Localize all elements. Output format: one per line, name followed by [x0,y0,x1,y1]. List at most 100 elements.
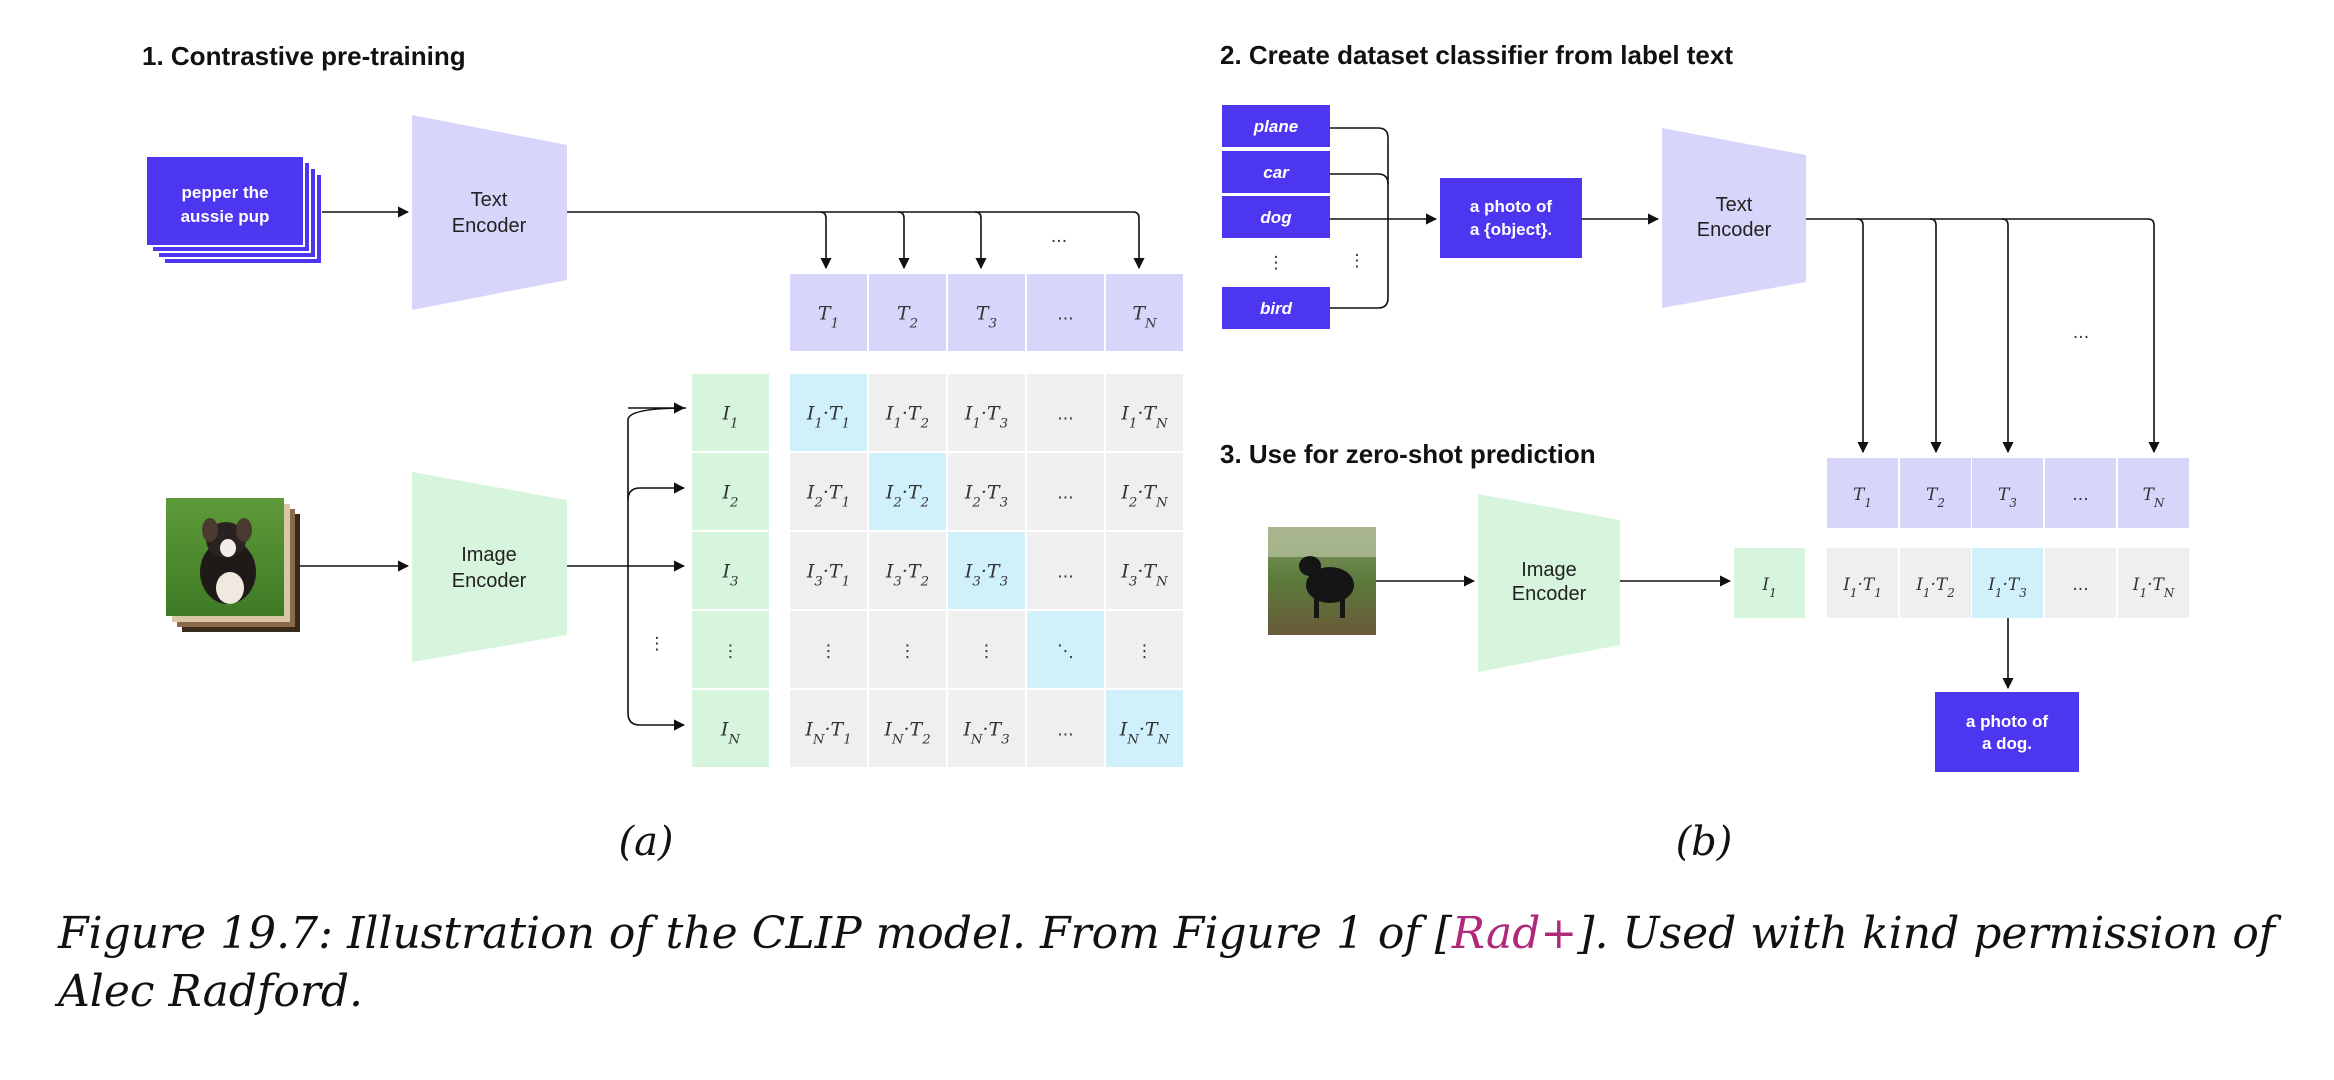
heading-create-classifier: 2. Create dataset classifier from label … [1220,40,1733,70]
t-header-label-b: T3 [1998,485,2017,510]
class-label-text: plane [1253,117,1298,136]
class-label-box [1222,196,1330,238]
t-header-cell-a [1027,274,1104,351]
image-encoder-b-line1: Image [1521,559,1577,581]
prompt-template-line1: a photo of [1470,197,1552,216]
matrix-cell [948,453,1025,530]
matrix-dots: ⋱ [1057,642,1074,662]
t-header-label-a: T1 [818,303,839,332]
class-label-text: dog [1260,208,1292,227]
matrix-cell [790,453,867,530]
matrix-product-label: IN·T3 [962,719,1009,748]
matrix-product-label: I2·TN [1120,482,1169,511]
t-header-label-b: T1 [1853,485,1872,510]
t-header-cell-b [2118,458,2189,528]
matrix-product-label: I1·T3 [964,403,1008,432]
matrix-cell [1106,374,1183,451]
matrix-cell [1106,453,1183,530]
i-row-cell-a [692,374,769,451]
matrix-cell [1106,611,1183,688]
image-encoder-a-line2: Encoder [452,570,527,592]
matrix-product-label: I1·T1 [806,403,850,432]
matrix-cell [1027,374,1104,451]
t-header-cell-a [869,274,946,351]
text-input-line2: aussie pup [181,207,270,226]
matrix-cell [1106,532,1183,609]
part-b: 2. Create dataset classifier from label … [1220,40,2189,865]
i-row-label-a: I1 [722,403,739,432]
matrix-cell-diagonal [1027,611,1104,688]
class-label-box [1222,151,1330,193]
product-cell-highlight [1972,548,2043,618]
i-row-label-a: ⋮ [722,642,739,662]
matrix-cell [1027,453,1104,530]
class-dots-right: ⋮ [1349,251,1366,271]
product-label: I1·T1 [1842,575,1882,600]
t-header-cell-a [790,274,867,351]
matrix-dots: ⋮ [899,642,916,662]
dog-photo-stack [166,498,300,632]
text-encoder-a: Text Encoder [412,115,567,310]
text-encoder-b-line1: Text [1716,194,1753,216]
matrix-cell [948,690,1025,767]
part-a: 1. Contrastive pre-training pepper the a… [142,41,1183,865]
t-header-label-a: T3 [976,303,997,332]
matrix-dots: ... [1057,405,1073,425]
product-dots: ... [2072,575,2088,595]
matrix-product-label: I3·T1 [806,561,850,590]
i-row-cell-a [692,611,769,688]
image-encoder-a-line1: Image [461,544,517,566]
product-cell [1900,548,1971,618]
matrix-cell-diagonal [1106,690,1183,767]
matrix-cell [1027,532,1104,609]
i-row-label-a: I2 [722,482,739,511]
class-label-box [1222,287,1330,329]
matrix-cell [948,611,1025,688]
image-encoder-a: Image Encoder [412,472,567,662]
matrix-product-label: I2·T3 [964,482,1008,511]
matrix-product-label: I3·TN [1120,561,1169,590]
text-encoder-b: Text Encoder [1662,128,1806,308]
t-header-cell-b [1972,458,2043,528]
matrix-cell [790,690,867,767]
class-label-text: bird [1260,299,1293,318]
t-header-label-b: ... [2072,485,2088,505]
heading-contrastive-pretraining: 1. Contrastive pre-training [142,41,466,71]
t-extra-dots-a: ... [1051,227,1067,247]
t-header-label-a: ... [1057,305,1073,325]
matrix-product-label: I1·T2 [885,403,929,432]
product-cell [2118,548,2189,618]
product-cell [2045,548,2116,618]
heading-zero-shot: 3. Use for zero-shot prediction [1220,439,1596,469]
subfigure-label-a: (a) [618,819,673,865]
matrix-cell-diagonal [790,374,867,451]
matrix-dots: ⋮ [820,642,837,662]
matrix-product-label: I1·TN [1120,403,1169,432]
matrix-dots: ... [1057,484,1073,504]
t-header-label-b: TN [2143,485,2165,510]
caption-reference-link[interactable]: Rad+ [1451,908,1578,959]
image-encoder-b: Image Encoder [1478,494,1620,672]
t-header-cell-b [1827,458,1898,528]
t-header-cell-b [1900,458,1971,528]
prediction-line2: a dog. [1982,734,2032,753]
i1-cell-b [1734,548,1805,618]
caption-prefix: Figure 19.7: Illustration of the CLIP mo… [58,908,1452,959]
matrix-cell [869,690,946,767]
class-label-box [1222,105,1330,147]
matrix-product-label: IN·TN [1119,719,1171,748]
prompt-template-box: a photo of a {object}. [1440,178,1582,258]
t-header-label-a: TN [1132,303,1158,332]
text-encoder-a-line2: Encoder [452,215,527,237]
i1-label-b: I1 [1761,575,1776,600]
product-label: I1·T2 [1915,575,1955,600]
product-label: I1·TN [2132,575,2175,600]
matrix-product-label: I3·T2 [885,561,929,590]
matrix-cell [869,611,946,688]
matrix-cell-diagonal [869,453,946,530]
i-row-cell-a [692,453,769,530]
t-header-cell-a [1106,274,1183,351]
matrix-dots: ⋮ [978,642,995,662]
